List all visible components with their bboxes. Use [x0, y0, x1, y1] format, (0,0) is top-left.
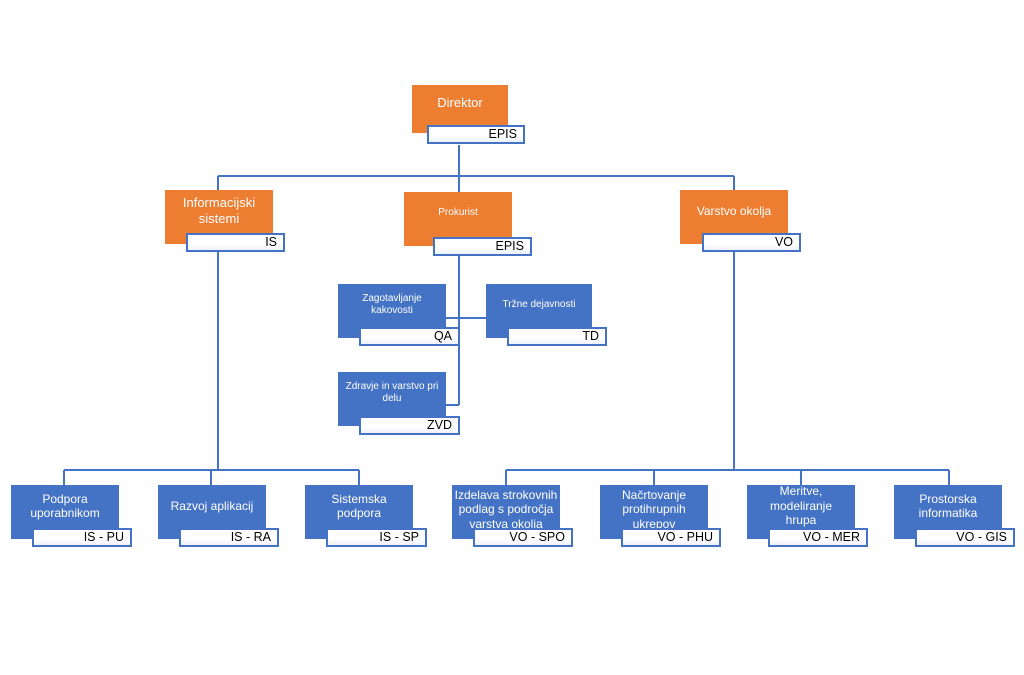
- node-code: QA: [359, 327, 460, 346]
- node-code: VO - GIS: [915, 528, 1015, 547]
- node-code: TD: [507, 327, 607, 346]
- node-code: IS - RA: [179, 528, 279, 547]
- node-code: EPIS: [433, 237, 532, 256]
- node-code: VO: [702, 233, 801, 252]
- node-code: EPIS: [427, 125, 525, 144]
- node-code: ZVD: [359, 416, 460, 435]
- node-code: VO - PHU: [621, 528, 721, 547]
- node-code: VO - MER: [768, 528, 868, 547]
- node-code: VO - SPO: [473, 528, 573, 547]
- node-code: IS: [186, 233, 285, 252]
- node-code: IS - PU: [32, 528, 132, 547]
- node-code: IS - SP: [326, 528, 427, 547]
